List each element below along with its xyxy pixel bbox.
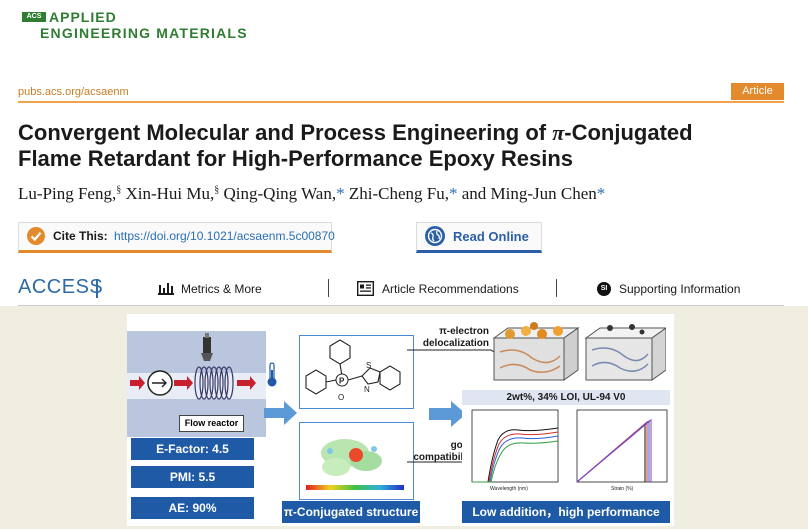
title-pi-symbol: π bbox=[552, 120, 565, 145]
check-icon bbox=[27, 227, 45, 245]
supporting-info-icon: SI bbox=[597, 282, 611, 296]
ae-badge: AE: 90% bbox=[131, 497, 254, 519]
journal-name-line2: ENGINEERING MATERIALS bbox=[40, 25, 248, 41]
title-line1-pre: Convergent Molecular and Process Enginee… bbox=[18, 120, 553, 145]
flow-reactor-label: Flow reactor bbox=[179, 415, 244, 432]
e-factor-badge: E-Factor: 4.5 bbox=[131, 438, 254, 460]
arrow-right-icon bbox=[264, 400, 298, 431]
esp-map-panel bbox=[299, 422, 414, 500]
flow-reactor-panel: Flow reactor bbox=[127, 331, 266, 437]
title-line2: Flame Retardant for High-Performance Epo… bbox=[18, 146, 574, 171]
separator bbox=[328, 279, 329, 297]
stress-strain-chart: Strain (%) bbox=[565, 406, 671, 496]
svg-text:N: N bbox=[364, 385, 370, 394]
separator bbox=[556, 279, 557, 297]
author-mark: § bbox=[214, 184, 220, 196]
corresponding-mark: * bbox=[448, 184, 458, 203]
article-type-badge: Article bbox=[731, 83, 784, 100]
epoxy-char-illustration bbox=[488, 322, 668, 385]
author-mark: § bbox=[116, 184, 122, 196]
arrow-right-icon bbox=[429, 400, 467, 433]
svg-text:S: S bbox=[366, 361, 371, 370]
metrics-icon bbox=[158, 282, 174, 300]
article-title: Convergent Molecular and Process Enginee… bbox=[18, 120, 798, 172]
access-label: ACCESS bbox=[18, 276, 104, 298]
molecule-structure-panel: P O S N bbox=[299, 335, 414, 409]
author-name[interactable]: Lu-Ping Feng, bbox=[18, 184, 117, 203]
access-bar bbox=[96, 279, 98, 298]
chart1-xlabel: Wavelength (nm) bbox=[490, 486, 528, 492]
chart2-xlabel: Strain (%) bbox=[611, 486, 634, 492]
delocalization-line1: π-electron bbox=[439, 326, 489, 337]
thermometer-icon bbox=[265, 362, 279, 393]
corresponding-mark: * bbox=[336, 184, 345, 203]
svg-text:O: O bbox=[338, 393, 344, 402]
supporting-information-link[interactable]: Supporting Information bbox=[619, 282, 741, 296]
cite-this-box[interactable]: Cite This: https://doi.org/10.1021/acsae… bbox=[18, 222, 335, 253]
author-name[interactable]: Zhi-Cheng Fu, bbox=[348, 184, 449, 203]
title-line1-post: -Conjugated bbox=[564, 120, 693, 145]
pi-conjugated-structure-badge: π-Conjugated structure bbox=[282, 501, 420, 523]
flow-reactor-diagram bbox=[127, 333, 266, 400]
author-name[interactable]: Qing-Qing Wan, bbox=[223, 184, 337, 203]
pmi-badge: PMI: 5.5 bbox=[131, 466, 254, 488]
access-divider bbox=[18, 305, 784, 306]
cite-label: Cite This: bbox=[53, 229, 108, 243]
metrics-more-link[interactable]: Metrics & More bbox=[181, 282, 262, 296]
delocalization-line2: delocalization bbox=[422, 338, 489, 349]
read-online-button[interactable]: Read Online bbox=[416, 222, 542, 253]
graphical-abstract: Flow reactor E-Factor: 4.5 PMI: 5.5 AE: … bbox=[127, 314, 674, 526]
journal-name-line1: APPLIED bbox=[49, 9, 117, 25]
transmittance-chart: Wavelength (nm) bbox=[462, 406, 562, 496]
performance-banner: 2wt%, 34% LOI, UL-94 V0 bbox=[462, 390, 670, 405]
header-divider bbox=[18, 101, 784, 103]
author-list: Lu-Ping Feng,§ Xin-Hui Mu,§ Qing-Qing Wa… bbox=[18, 184, 605, 204]
compatibility-line2: compatibility bbox=[413, 452, 475, 463]
read-online-label: Read Online bbox=[453, 229, 529, 244]
author-name[interactable]: and Ming-Jun Chen bbox=[461, 184, 597, 203]
globe-icon bbox=[425, 226, 445, 246]
author-name[interactable]: Xin-Hui Mu, bbox=[125, 184, 215, 203]
article-recommendations-link[interactable]: Article Recommendations bbox=[382, 282, 519, 296]
svg-text:P: P bbox=[339, 377, 345, 386]
corresponding-mark: * bbox=[596, 184, 606, 203]
acs-badge: ACS bbox=[22, 12, 46, 22]
document-list-icon bbox=[356, 280, 375, 301]
doi-link[interactable]: https://doi.org/10.1021/acsaenm.5c00870 bbox=[114, 229, 335, 243]
journal-url[interactable]: pubs.acs.org/acsaenm bbox=[18, 86, 129, 98]
low-addition-banner: Low addition，high performance bbox=[462, 501, 670, 523]
